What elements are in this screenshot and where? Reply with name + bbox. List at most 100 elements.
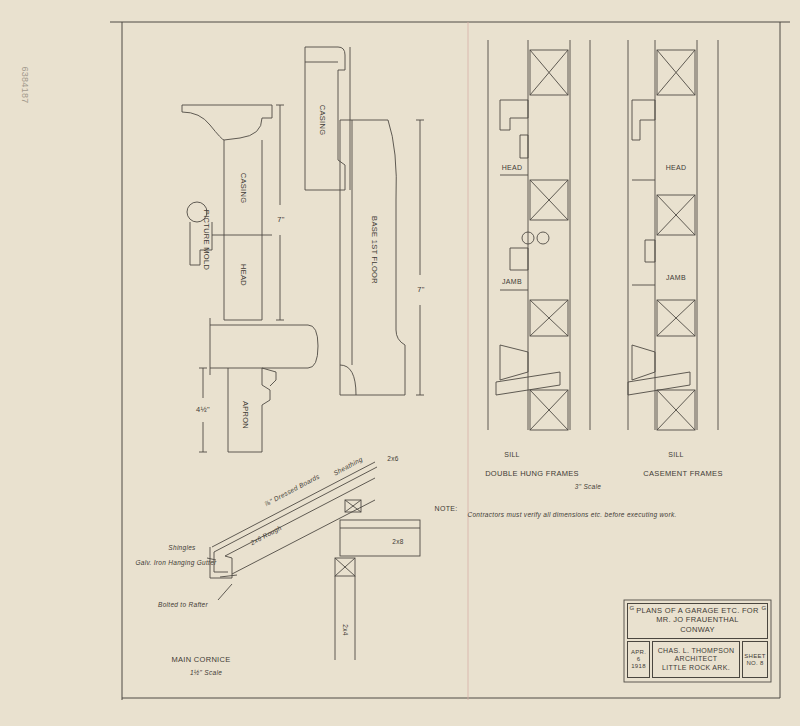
general-note: Contractors must verify all dimensions e… [467,511,676,518]
double-hung-frame-section [500,290,528,291]
main-cornice-section [212,462,375,547]
sheet-border [468,22,469,700]
section-title: MAIN CORNICE [171,656,230,664]
stool-apron-profile [262,368,276,386]
casement-frame-section [657,50,695,95]
sheet-mark: G [762,605,767,612]
material-note: Bolted to Rafter [158,601,208,608]
main-cornice-section [335,558,355,576]
archive-stamp: 6384187 [19,66,29,103]
casement-frame-section [632,345,655,380]
double-hung-frame-section [530,180,568,220]
casement-frame-section [657,50,695,95]
section-title: CASEMENT FRAMES [643,470,722,478]
head-casing-profile [212,235,272,236]
title-text: LITTLE ROCK ARK. [662,664,730,672]
main-cornice-section [345,500,361,512]
sheet-border [110,22,790,23]
main-cornice-section [335,576,336,660]
title-block-frame [624,600,771,682]
casement-frame-section [718,40,719,430]
main-cornice-section [345,500,361,512]
casement-frame-section [657,195,695,235]
double-hung-frame-section [500,175,528,176]
scale-note: 3" Scale [575,483,601,490]
casement-frame-section [657,390,695,430]
scale-note: 1½" Scale [190,669,222,676]
dimension: 2x6 [387,455,398,462]
date-box: APR. 6 1918 [627,641,650,678]
base-profile [420,120,421,275]
casement-frame-section [628,40,629,430]
material-note: ⅞" Dressed Boards [263,472,320,507]
main-cornice-section [355,576,356,660]
part-name: APRON [241,401,249,429]
stool-apron-profile [210,325,318,368]
material-note: Shingles [168,544,195,551]
title-block-frame [624,600,771,682]
double-hung-frame-section [570,40,571,430]
main-cornice-section [340,528,420,529]
part-name: HEAD [239,264,247,286]
section-name: JAMB [666,274,686,282]
casement-frame-section [628,40,718,430]
double-hung-frame-section [488,40,489,430]
base-profile [416,120,424,121]
head-casing-profile [276,105,284,106]
double-hung-frame-section [488,40,590,430]
casing-profile [305,47,345,190]
part-name: CASING [239,173,247,204]
casement-frame-section [632,100,655,140]
title-box: PLANS OF A GARAGE ETC. FOR MR. JO FRAUEN… [627,603,768,639]
title-text: PLANS OF A GARAGE ETC. FOR MR. JO FRAUEN… [631,607,764,624]
material-note: Sheathing [332,455,364,476]
sheet-border [122,698,780,699]
title-text: ARCHITECT [675,655,718,663]
head-casing-profile [182,105,284,320]
dimension: 7" [417,286,424,294]
section-name: JAMB [502,278,522,286]
part-name: BASE 1ST FLOOR [370,216,378,284]
double-hung-frame-section [537,232,549,244]
dimension: 4½" [196,406,210,414]
base-profile [340,120,405,395]
double-hung-frame-section [590,40,591,430]
base-profile [352,120,353,365]
sheet-border [122,22,123,700]
sheet-number-box: SHEET NO. 8 [742,641,768,678]
double-hung-frame-section [530,50,568,95]
main-cornice-section [340,520,420,556]
section-name: HEAD [666,164,687,172]
section-name: SILL [504,451,520,459]
head-casing-profile [182,105,272,320]
double-hung-frame-section [522,232,534,244]
double-hung-frame-section [530,180,568,220]
dimension: 2x4 [341,624,348,635]
double-hung-frame-section [530,50,568,95]
base-profile [420,305,421,395]
part-name: CASING [318,105,326,136]
casement-frame-section [657,390,695,430]
base-profile [416,395,424,396]
section-name: SILL [668,451,684,459]
title-text: SHEET NO. 8 [744,653,765,667]
casement-frame-section [657,300,695,336]
section-name: HEAD [502,164,523,172]
casement-frame-section [645,240,655,262]
stool-apron-profile [199,318,318,452]
sheet-mark: G [630,605,635,612]
stool-apron-profile [199,452,207,453]
base-profile [340,365,356,395]
main-cornice-section [220,575,237,577]
sheet-border [110,22,790,700]
section-title: DOUBLE HUNG FRAMES [485,470,579,478]
main-cornice-section [207,462,420,660]
double-hung-frame-section [530,390,568,430]
title-text: CONWAY [680,626,715,635]
casement-frame-section [657,195,695,235]
architect-box: CHAS. L. THOMPSONARCHITECTLITTLE ROCK AR… [652,641,740,678]
double-hung-frame-section [500,100,528,130]
casing-profile [350,47,351,190]
double-hung-frame-section [520,135,528,158]
stool-apron-profile [203,368,204,398]
